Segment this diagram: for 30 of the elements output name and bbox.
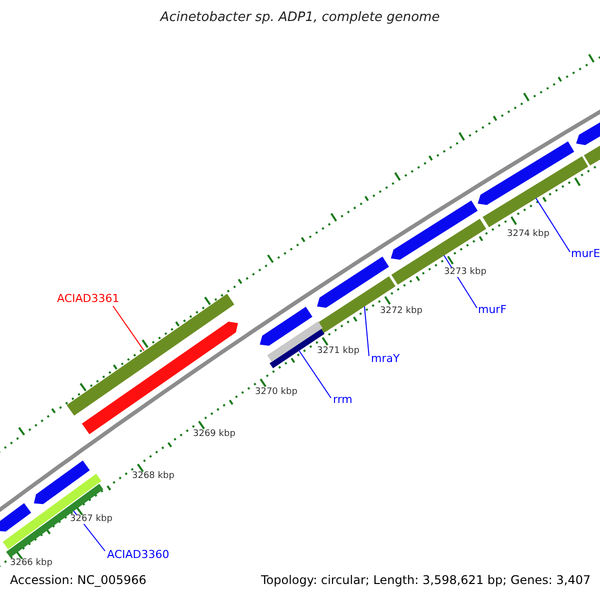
leader-line [112, 306, 144, 352]
gene-feature-bar [478, 141, 574, 205]
gene-label: mraY [371, 353, 400, 364]
gene-label: murF [478, 304, 507, 315]
gene-label: murE [571, 248, 600, 259]
tick-label: 3274 kbp [507, 230, 550, 239]
gene-feature-bar [391, 218, 486, 285]
leader-line [535, 198, 570, 252]
tick-label: 3272 kbp [380, 307, 422, 316]
gene-feature-bar [390, 200, 478, 260]
gene-label: ACIAD3361 [57, 293, 120, 304]
tick-label: 3268 kbp [132, 472, 174, 481]
leader-line [364, 306, 370, 356]
tick-label: 3270 kbp [255, 388, 298, 397]
gene-feature-bar [482, 156, 588, 228]
tick-label: 3269 kbp [193, 430, 236, 439]
tick-label: 3273 kbp [444, 268, 486, 277]
leader-line [298, 350, 332, 398]
genome-info-text: Topology: circular; Length: 3,598,621 bp; Genes: 3,407 [261, 574, 591, 586]
tick-label: 3266 kbp [10, 559, 52, 568]
gene-feature-bar [34, 460, 90, 504]
gene-label: rrm [333, 394, 352, 405]
gene-feature-bar [260, 306, 312, 346]
gene-feature-bar [317, 256, 389, 308]
tick-label: 3271 kbp [317, 347, 360, 356]
accession-text: Accession: NC_005966 [10, 574, 146, 586]
tick-label: 3267 kbp [70, 515, 112, 524]
title: Acinetobacter sp. ADP1, complete genome [158, 11, 441, 24]
gene-label: ACIAD3360 [107, 549, 170, 560]
gene-feature-bar [0, 503, 32, 532]
